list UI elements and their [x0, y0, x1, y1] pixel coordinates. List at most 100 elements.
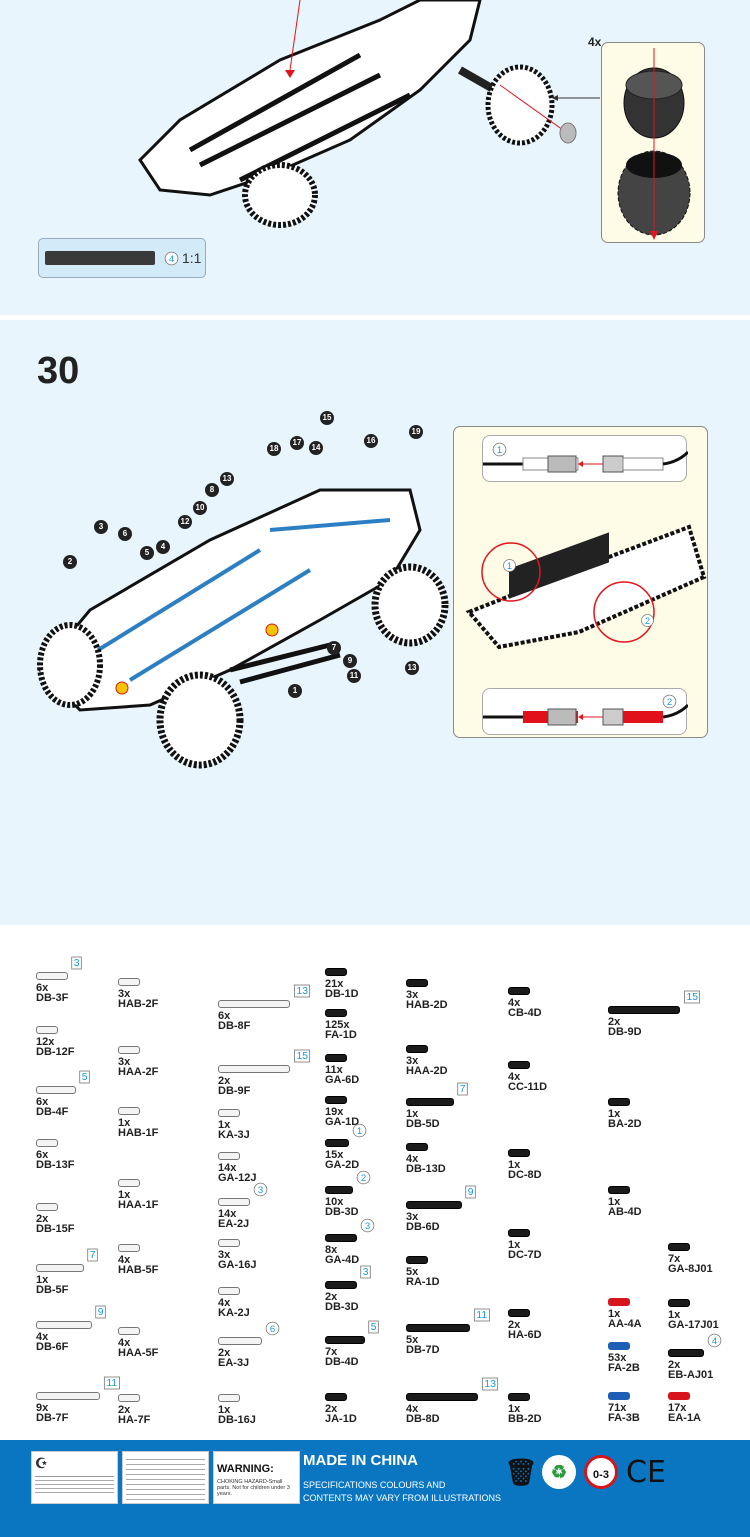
part-code: HA-7F: [118, 1414, 151, 1426]
part-icon: [508, 1393, 530, 1401]
callout-number: 6: [118, 527, 132, 541]
part-qty: 71x: [608, 1402, 627, 1414]
part-qty: 3x: [406, 1211, 419, 1223]
part-code: DB-13D: [406, 1163, 446, 1175]
part-icon: [325, 1281, 357, 1289]
part-qty: 1x: [608, 1108, 621, 1120]
connector-callout: 1 1 2 2: [453, 426, 708, 738]
part-code: FA-3B: [608, 1412, 640, 1424]
part-icon: [325, 968, 347, 976]
car-assembly-illustration: [138, 0, 600, 228]
axle-part-icon: [45, 251, 155, 265]
part-icon: [325, 1186, 353, 1194]
part-length-badge: 1: [352, 1123, 367, 1138]
part-icon: [508, 1309, 530, 1317]
part-code: HAB-2D: [406, 999, 448, 1011]
part-code: HAA-1F: [118, 1199, 159, 1211]
part-icon: [118, 1327, 140, 1335]
part-icon: [36, 1026, 58, 1034]
part-icon: [608, 1186, 630, 1194]
part-icon: [508, 1229, 530, 1237]
part-code: DB-3D: [325, 1206, 359, 1218]
part-qty: 14x: [218, 1208, 237, 1220]
part-qty: 8x: [325, 1244, 338, 1256]
part-icon: [406, 1256, 428, 1264]
part-qty: 3x: [218, 1249, 231, 1261]
callout-number: 11: [347, 669, 361, 683]
part-length-badge: 7: [87, 1248, 98, 1262]
part-icon: [36, 1392, 100, 1400]
part-qty: 1x: [608, 1308, 621, 1320]
part-code: FA-1D: [325, 1029, 357, 1041]
part-code: DB-3D: [325, 1301, 359, 1313]
part-icon: [325, 1054, 347, 1062]
part-qty: 53x: [608, 1352, 627, 1364]
part-length-badge: 6: [265, 1321, 280, 1336]
part-icon: [668, 1349, 704, 1357]
part-qty: 4x: [406, 1403, 419, 1415]
part-qty: 9x: [36, 1402, 49, 1414]
part-length-badge: 15: [294, 1049, 311, 1063]
part-length-badge: 3: [71, 956, 82, 970]
callout-number: 13: [220, 472, 234, 486]
part-code: DB-4F: [36, 1106, 69, 1118]
part-code: DB-4D: [325, 1356, 359, 1368]
part-icon: [325, 1393, 347, 1401]
part-icon: [406, 1201, 462, 1209]
part-code: HA-6D: [508, 1329, 542, 1341]
part-code: HAA-2F: [118, 1066, 159, 1078]
part-qty: 2x: [325, 1291, 338, 1303]
chassis-illustration: [465, 524, 707, 650]
part-code: DB-13F: [36, 1159, 75, 1171]
axle-length-badge: 4: [164, 251, 179, 266]
part-qty: 1x: [508, 1403, 521, 1415]
part-icon: [325, 1336, 365, 1344]
part-icon: [406, 1393, 478, 1401]
part-qty: 4x: [406, 1153, 419, 1165]
connector-detail-1: 1: [482, 435, 688, 482]
chassis-circle-badge-2: 2: [641, 614, 654, 627]
red-wire-connector-icon: [483, 703, 688, 726]
part-code: DB-12F: [36, 1046, 75, 1058]
part-icon: [218, 1152, 240, 1160]
step-number: 30: [37, 350, 80, 392]
part-qty: 1x: [508, 1239, 521, 1251]
warning-text: CHOKING HAZARD-Small parts. Not for chil…: [217, 1479, 290, 1497]
part-icon: [406, 1045, 428, 1053]
part-icon: [608, 1342, 630, 1350]
part-code: DB-9F: [218, 1085, 251, 1097]
part-icon: [406, 1098, 454, 1106]
callout-number: 9: [343, 654, 357, 668]
part-code: HAB-1F: [118, 1127, 159, 1139]
part-icon: [508, 987, 530, 995]
part-code: DB-1D: [325, 988, 359, 1000]
part-code: DC-7D: [508, 1249, 542, 1261]
part-code: EB-AJ01: [668, 1369, 714, 1381]
part-icon: [118, 1046, 140, 1054]
part-icon: [608, 1298, 630, 1306]
part-code: DB-6D: [406, 1221, 440, 1233]
recycle-icon: ♻: [542, 1455, 576, 1489]
